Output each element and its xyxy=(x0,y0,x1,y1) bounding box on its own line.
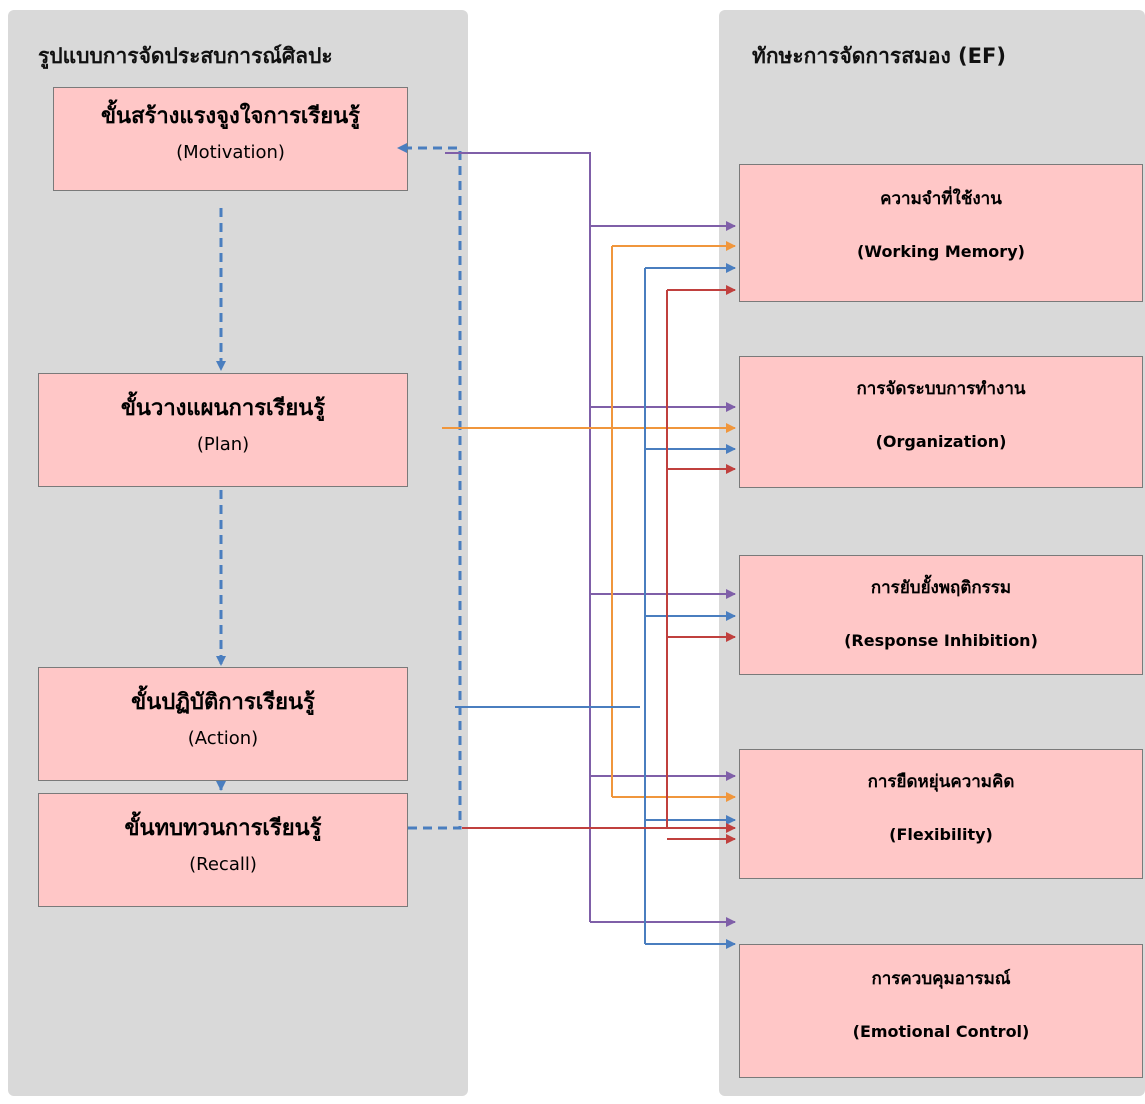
step-box-motivation: ขั้นสร้างแรงจูงใจการเรียนรู้ (Motivation… xyxy=(53,87,408,191)
motivation-connectors xyxy=(445,152,736,927)
step-subtitle: (Motivation) xyxy=(176,142,285,163)
ef-title: การควบคุมอารมณ์ xyxy=(871,969,1011,989)
ef-subtitle: (Working Memory) xyxy=(857,242,1025,261)
left-panel xyxy=(8,10,468,1096)
ef-title: การยับยั้งพฤติกรรม xyxy=(870,578,1012,598)
ef-subtitle: (Flexibility) xyxy=(889,825,993,844)
step-title: ขั้นสร้างแรงจูงใจการเรียนรู้ xyxy=(101,104,360,129)
step-subtitle: (Plan) xyxy=(196,434,250,455)
step-box-action: ขั้นปฏิบัติการเรียนรู้ (Action) xyxy=(38,667,408,781)
step-title: ขั้นทบทวนการเรียนรู้ xyxy=(124,816,322,841)
plan-connectors xyxy=(442,241,736,802)
step-subtitle: (Action) xyxy=(187,728,259,749)
ef-subtitle: (Response Inhibition) xyxy=(844,631,1038,650)
ef-box-emotional-control: การควบคุมอารมณ์ (Emotional Control) xyxy=(739,944,1143,1078)
ef-box-flexibility: การยืดหยุ่นความคิด (Flexibility) xyxy=(739,749,1143,879)
ef-box-working-memory: ความจำที่ใช้งาน (Working Memory) xyxy=(739,164,1143,302)
step-title: ขั้นปฏิบัติการเรียนรู้ xyxy=(131,690,315,715)
recall-connectors xyxy=(462,285,736,844)
flow-return-recall-motivation xyxy=(397,143,462,830)
step-box-recall: ขั้นทบทวนการเรียนรู้ (Recall) xyxy=(38,793,408,907)
ef-title: การจัดระบบการทำงาน xyxy=(856,379,1026,399)
action-connectors xyxy=(455,263,736,949)
ef-box-response-inhibition: การยับยั้งพฤติกรรม (Response Inhibition) xyxy=(739,555,1143,675)
right-panel-title: ทักษะการจัดการสมอง (EF) xyxy=(752,44,1006,68)
ef-box-organization: การจัดระบบการทำงาน (Organization) xyxy=(739,356,1143,488)
ef-title: การยืดหยุ่นความคิด xyxy=(867,772,1015,792)
step-title: ขั้นวางแผนการเรียนรู้ xyxy=(120,396,326,421)
ef-title: ความจำที่ใช้งาน xyxy=(880,189,1002,209)
step-flow-arrows xyxy=(216,143,462,830)
left-panel-title: รูปแบบการจัดประสบการณ์ศิลปะ xyxy=(38,44,333,68)
ef-subtitle: (Emotional Control) xyxy=(852,1022,1030,1041)
step-subtitle: (Recall) xyxy=(189,854,257,875)
step-box-plan: ขั้นวางแผนการเรียนรู้ (Plan) xyxy=(38,373,408,487)
ef-subtitle: (Organization) xyxy=(875,432,1007,451)
